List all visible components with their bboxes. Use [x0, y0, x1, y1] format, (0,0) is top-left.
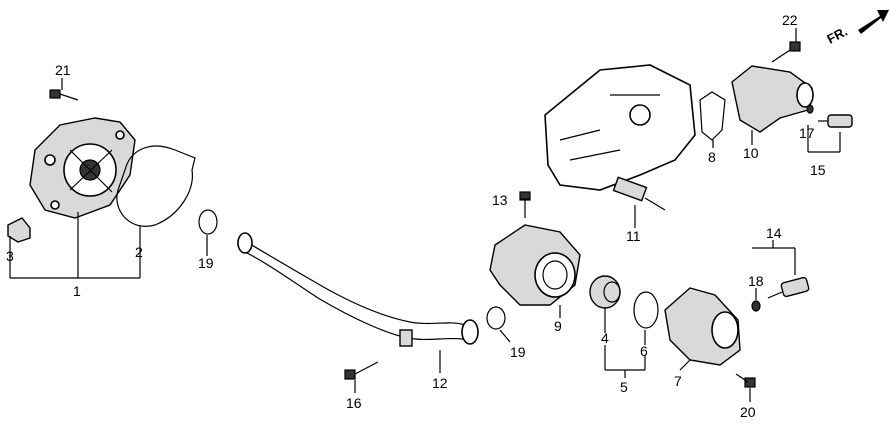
bolt-22: [771, 41, 801, 63]
front-direction-indicator: FR.: [824, 10, 889, 47]
bolt-16: [344, 361, 379, 380]
front-arrow-icon: [858, 10, 889, 34]
fr-label: FR.: [824, 24, 850, 47]
callout-17: 17: [799, 125, 815, 141]
callout-11: 11: [626, 228, 641, 244]
callout-19-middle: 19: [510, 344, 526, 360]
water-pump-assembly: [29, 117, 136, 219]
leader-lines: [9, 28, 841, 402]
callout-8: 8: [708, 149, 716, 165]
callout-6: 6: [640, 343, 648, 359]
cylinder-head-section: [544, 64, 696, 191]
pump-bracket: [7, 217, 31, 243]
callout-15: 15: [810, 162, 826, 178]
thermostat: [589, 275, 621, 309]
thermostat-cover: [664, 287, 741, 366]
callout-22: 22: [782, 12, 798, 28]
callout-10: 10: [743, 145, 759, 161]
sensor-14: [751, 276, 810, 312]
callout-numbers: 21 1 2 3 19 22 8 10 17 15 11 13 14 18 9 …: [6, 12, 826, 420]
callout-14: 14: [766, 225, 782, 241]
pipe-fitting-11: [612, 176, 666, 211]
callout-1: 1: [73, 283, 81, 299]
callout-19-left: 19: [198, 255, 214, 271]
callout-21: 21: [55, 62, 71, 78]
bolt-13: [519, 191, 531, 218]
callout-20: 20: [740, 404, 756, 420]
bolt-21: [49, 89, 79, 101]
outlet-gasket: [699, 91, 726, 141]
o-ring-19-middle: [486, 306, 506, 330]
callout-7: 7: [674, 373, 682, 389]
water-pipe: [237, 232, 479, 347]
callout-18: 18: [748, 273, 764, 289]
callout-3: 3: [6, 248, 14, 264]
bolt-20: [735, 373, 756, 388]
thermostat-housing: [489, 224, 581, 306]
callout-12: 12: [432, 375, 448, 391]
callout-16: 16: [346, 395, 362, 411]
callout-4: 4: [601, 330, 609, 346]
sensor-15: [806, 104, 853, 128]
callout-2: 2: [135, 244, 143, 260]
water-pump-gasket: [116, 145, 196, 227]
thermostat-gasket: [633, 291, 659, 329]
callout-9: 9: [554, 318, 562, 334]
o-ring-19-left: [198, 209, 218, 235]
callout-5: 5: [620, 379, 628, 395]
water-outlet: [731, 65, 814, 133]
callout-13: 13: [492, 192, 508, 208]
